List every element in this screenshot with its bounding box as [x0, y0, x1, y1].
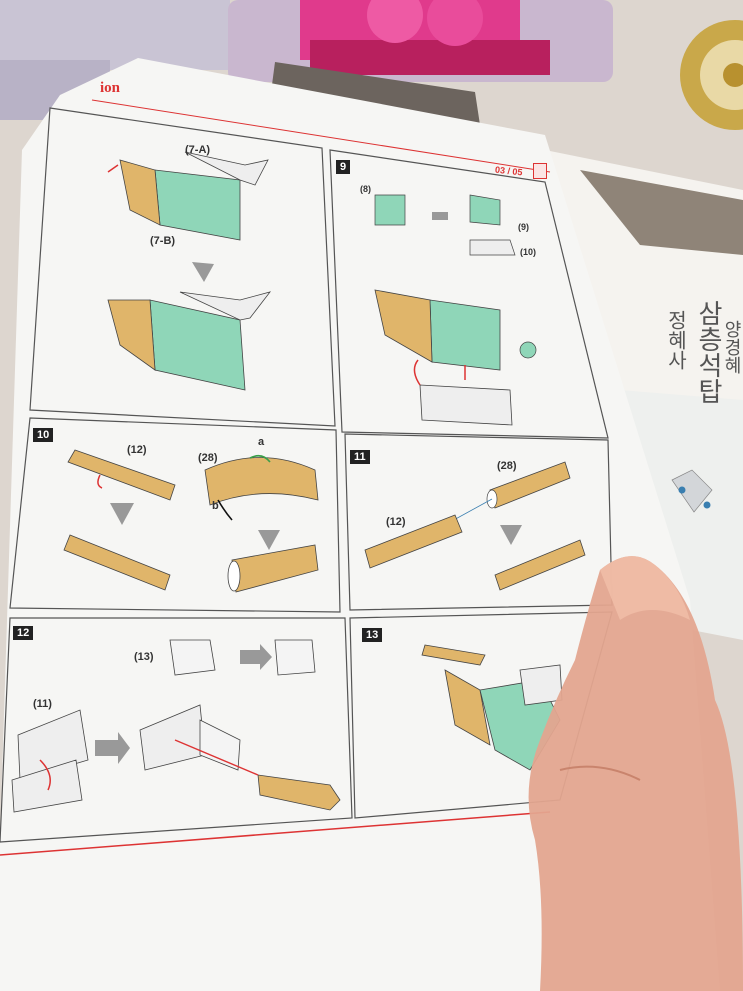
- part-label: (8): [360, 184, 371, 194]
- part-label: (12): [127, 444, 147, 456]
- gold-flower-ornament: [680, 20, 743, 130]
- panel-step-12: [0, 617, 353, 843]
- step-number: 9: [336, 160, 351, 174]
- step12-illustration: [11, 639, 341, 813]
- step-number: 10: [33, 428, 54, 442]
- pink-toy: [228, 0, 613, 82]
- panel-step-8: [29, 107, 336, 427]
- part-label: (9): [518, 222, 529, 232]
- part-label: a: [258, 436, 265, 448]
- booklet-title: 삼층석탑: [693, 300, 723, 404]
- binder: [0, 0, 230, 70]
- panel-step-10: [9, 417, 341, 613]
- part-label: (28): [198, 452, 218, 464]
- step11-illustration: [364, 461, 586, 591]
- step8-illustration: [107, 151, 272, 391]
- part-label: (10): [520, 247, 537, 257]
- step-number: 13: [362, 628, 383, 642]
- page-icon: [533, 163, 547, 179]
- booklet-author: 양경혜: [721, 320, 742, 374]
- part-label: (12): [386, 516, 406, 528]
- step9-illustration: [374, 194, 537, 426]
- part-label: b: [212, 500, 219, 512]
- brand-fragment: ion: [100, 80, 121, 96]
- panel-step-9: [329, 149, 609, 439]
- part-label: (28): [497, 460, 517, 472]
- part-label: (7-B): [150, 235, 176, 247]
- part-label: (13): [134, 651, 154, 663]
- step10-illustration: [63, 449, 319, 593]
- part-label: (11): [33, 698, 52, 710]
- step-number: 11: [350, 450, 370, 464]
- step-number: 12: [13, 626, 34, 640]
- booklet-subtitle: 정혜사: [664, 310, 688, 370]
- part-label: (7-A): [185, 144, 211, 156]
